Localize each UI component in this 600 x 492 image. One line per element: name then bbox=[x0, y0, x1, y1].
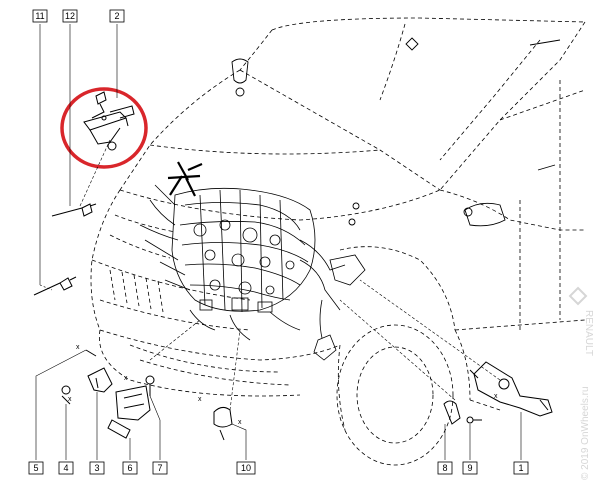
highlight-circle bbox=[60, 87, 148, 169]
callout-label: 7 bbox=[157, 463, 162, 473]
renault-logo-icon bbox=[568, 286, 588, 306]
callout-label: 8 bbox=[442, 463, 447, 473]
clip-part-10 bbox=[213, 406, 233, 441]
callout-label: 1 bbox=[518, 463, 523, 473]
x-mark: x bbox=[124, 375, 128, 382]
callout-label: 12 bbox=[65, 11, 75, 21]
x-mark: x bbox=[238, 419, 242, 426]
callout-box-4: 4 bbox=[58, 461, 74, 475]
watermark-text: © 2019 OnWheels.ru bbox=[580, 386, 591, 480]
watermark: RENAULT © 2019 OnWheels.ru bbox=[568, 286, 594, 480]
x-mark: x bbox=[198, 396, 202, 403]
callout-label: 3 bbox=[94, 463, 99, 473]
ground-harness-star bbox=[167, 161, 203, 197]
vehicle-body-details bbox=[231, 37, 561, 227]
callout-label: 11 bbox=[35, 11, 44, 21]
callout-label: 2 bbox=[114, 11, 119, 21]
watermark-brand: RENAULT bbox=[583, 310, 594, 356]
x-mark: x bbox=[68, 396, 72, 403]
bracket-part-1 bbox=[469, 361, 553, 417]
callout-label: 5 bbox=[33, 463, 38, 473]
callout-box-3: 3 bbox=[89, 461, 105, 475]
clip-part-8 bbox=[443, 400, 461, 425]
callout-box-1: 1 bbox=[513, 461, 529, 475]
callout-box-2: 2 bbox=[109, 9, 125, 23]
x-mark: x bbox=[76, 344, 80, 351]
engine-compartment bbox=[139, 184, 366, 361]
nut-part-4 bbox=[61, 385, 71, 405]
bracket-part-3 bbox=[85, 349, 113, 393]
callout-label: 6 bbox=[127, 463, 132, 473]
bracket-part-6 bbox=[107, 385, 151, 439]
screw-part-9 bbox=[466, 416, 482, 424]
callout-label: 9 bbox=[467, 463, 472, 473]
vehicle-body-outline bbox=[90, 17, 586, 466]
callout-label: 4 bbox=[63, 463, 68, 473]
callout-box-6: 6 bbox=[122, 461, 138, 475]
x-mark: x bbox=[494, 393, 498, 400]
leader-lines bbox=[35, 24, 522, 460]
connector-part-12 bbox=[51, 203, 97, 217]
callout-box-11: 11 bbox=[32, 9, 48, 23]
bracket-part-2 bbox=[83, 91, 135, 151]
callout-box-12: 12 bbox=[62, 9, 78, 23]
callout-box-8: 8 bbox=[437, 461, 453, 475]
callout-box-9: 9 bbox=[462, 461, 478, 475]
callout-label: 10 bbox=[241, 463, 251, 473]
callout-box-5: 5 bbox=[28, 461, 44, 475]
connector-part-11 bbox=[33, 276, 77, 296]
callout-box-10: 10 bbox=[236, 461, 256, 475]
callout-box-7: 7 bbox=[152, 461, 168, 475]
bolt-part-7 bbox=[145, 375, 155, 396]
